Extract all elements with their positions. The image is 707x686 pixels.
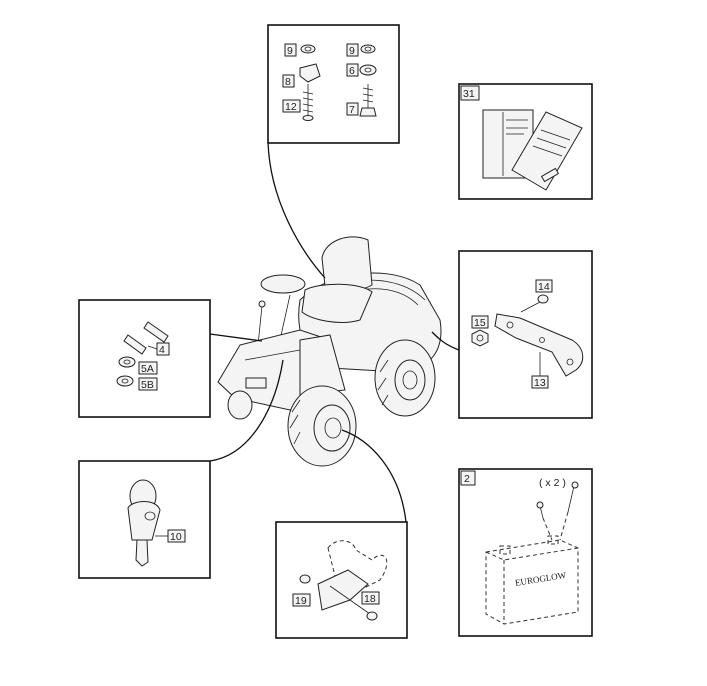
callout-12: 12 — [285, 101, 297, 113]
box-hitch: 19 18 — [275, 521, 408, 639]
box-manuals: 31 — [458, 83, 593, 200]
callout-4: 4 — [159, 344, 165, 356]
leader-lines — [209, 141, 460, 523]
callout-9-left: 9 — [287, 45, 293, 57]
callout-2: 2 — [464, 473, 470, 485]
callout-15: 15 — [474, 317, 486, 329]
callout-7: 7 — [349, 104, 355, 116]
box-bracket: 14 15 13 — [458, 250, 593, 419]
callout-13: 13 — [534, 377, 546, 389]
callout-18: 18 — [364, 593, 376, 605]
callout-9-right: 9 — [349, 45, 355, 57]
box-pins: 4 5A 5B — [78, 299, 211, 418]
box-battery: 2 ( x 2 ) EUROGLOW — [458, 468, 593, 637]
callout-5B: 5B — [141, 379, 154, 391]
quantity-label: ( x 2 ) — [539, 477, 566, 489]
ride-on-mower-illustration — [217, 236, 442, 467]
callout-19: 19 — [295, 595, 307, 607]
callout-6: 6 — [349, 65, 355, 77]
callout-10: 10 — [170, 531, 182, 543]
callout-31: 31 — [463, 88, 475, 100]
callout-5A: 5A — [141, 363, 154, 375]
box-fasteners-top: 9 8 12 9 6 7 — [267, 24, 400, 144]
callout-8: 8 — [285, 76, 291, 88]
box-ignition-key: 10 — [78, 460, 211, 579]
callout-14: 14 — [538, 281, 550, 293]
